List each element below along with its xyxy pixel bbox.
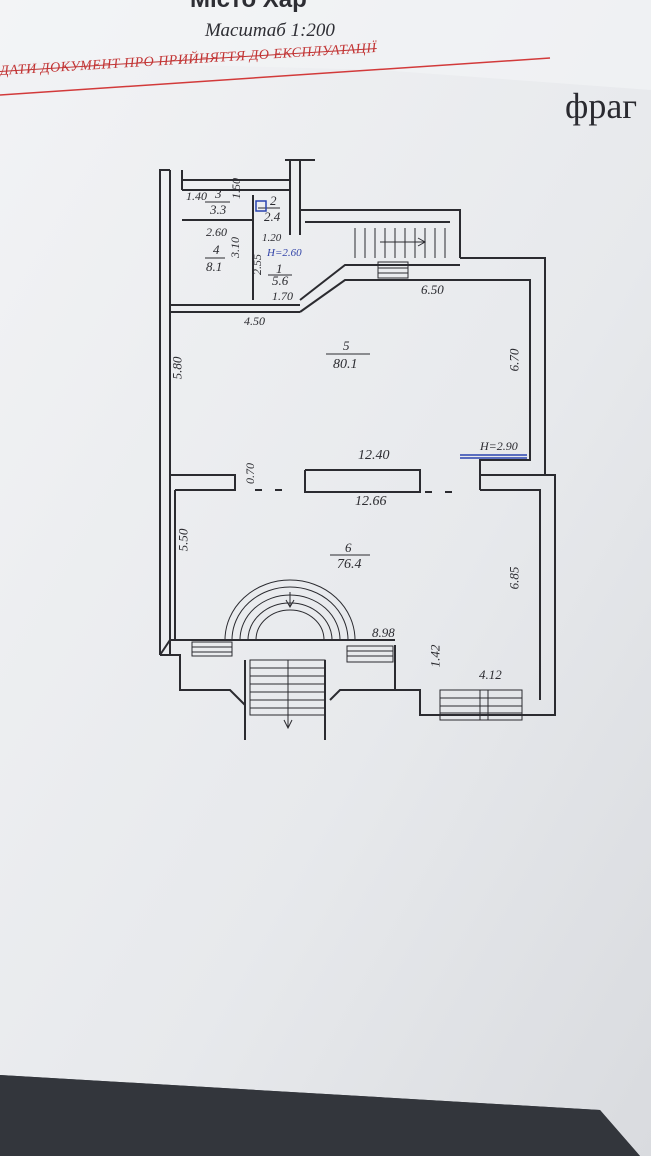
room-3-area: 3.3 <box>210 202 227 217</box>
upper-stairs <box>354 228 446 279</box>
room-2-number: 2 <box>270 193 277 208</box>
room-number-lines <box>205 201 370 556</box>
dim-1-70: 1.70 <box>272 289 293 303</box>
blue-marks <box>255 200 527 459</box>
document-title: Місто Хар <box>190 0 307 14</box>
dim-8-98: 8.98 <box>372 625 395 640</box>
dim-0-70: 0.70 <box>243 463 257 484</box>
dim-2-55: 2.55 <box>250 254 264 275</box>
dim-2-60: 2.60 <box>206 225 227 239</box>
room-1-number: 1 <box>276 261 283 276</box>
building-walls <box>159 159 556 740</box>
dim-1-50: 1.50 <box>229 178 243 199</box>
dim-6-70: 6.70 <box>506 348 522 372</box>
door-openings <box>255 489 452 493</box>
dim-6-50: 6.50 <box>421 282 444 297</box>
room-5-number: 5 <box>343 338 350 353</box>
dim-5-50: 5.50 <box>175 528 191 552</box>
room-6-area: 76.4 <box>337 557 362 572</box>
entrance-steps <box>191 579 523 730</box>
dim-4-50: 4.50 <box>244 314 265 328</box>
dim-5-80: 5.80 <box>169 356 185 380</box>
dim-h-290: H=2.90 <box>480 439 518 453</box>
dim-6-85: 6.85 <box>506 566 522 590</box>
dim-1-40: 1.40 <box>186 189 207 203</box>
dim-1-42: 1.42 <box>427 644 443 668</box>
dim-4-12: 4.12 <box>479 667 502 682</box>
room-4-area: 8.1 <box>206 259 223 274</box>
room-6-number: 6 <box>345 540 352 555</box>
dim-12-66: 12.66 <box>355 494 387 509</box>
room-4-number: 4 <box>213 242 220 257</box>
room-3-number: 3 <box>215 186 222 201</box>
room-5-area: 80.1 <box>333 357 358 372</box>
dim-h-260: H=2.60 <box>267 247 302 259</box>
red-strikethrough <box>0 57 551 96</box>
dim-3-10: 3.10 <box>228 237 242 258</box>
room-2-area: 2.4 <box>264 209 281 224</box>
side-label: фраг <box>565 86 638 126</box>
bottom-shadow <box>0 1075 640 1156</box>
room-1-area: 5.6 <box>272 273 289 288</box>
dim-1-20: 1.20 <box>262 232 282 244</box>
upper-sheet-edge <box>0 0 651 90</box>
dim-12-40: 12.40 <box>358 448 390 463</box>
scale-label: Масштаб 1:200 <box>205 20 335 41</box>
